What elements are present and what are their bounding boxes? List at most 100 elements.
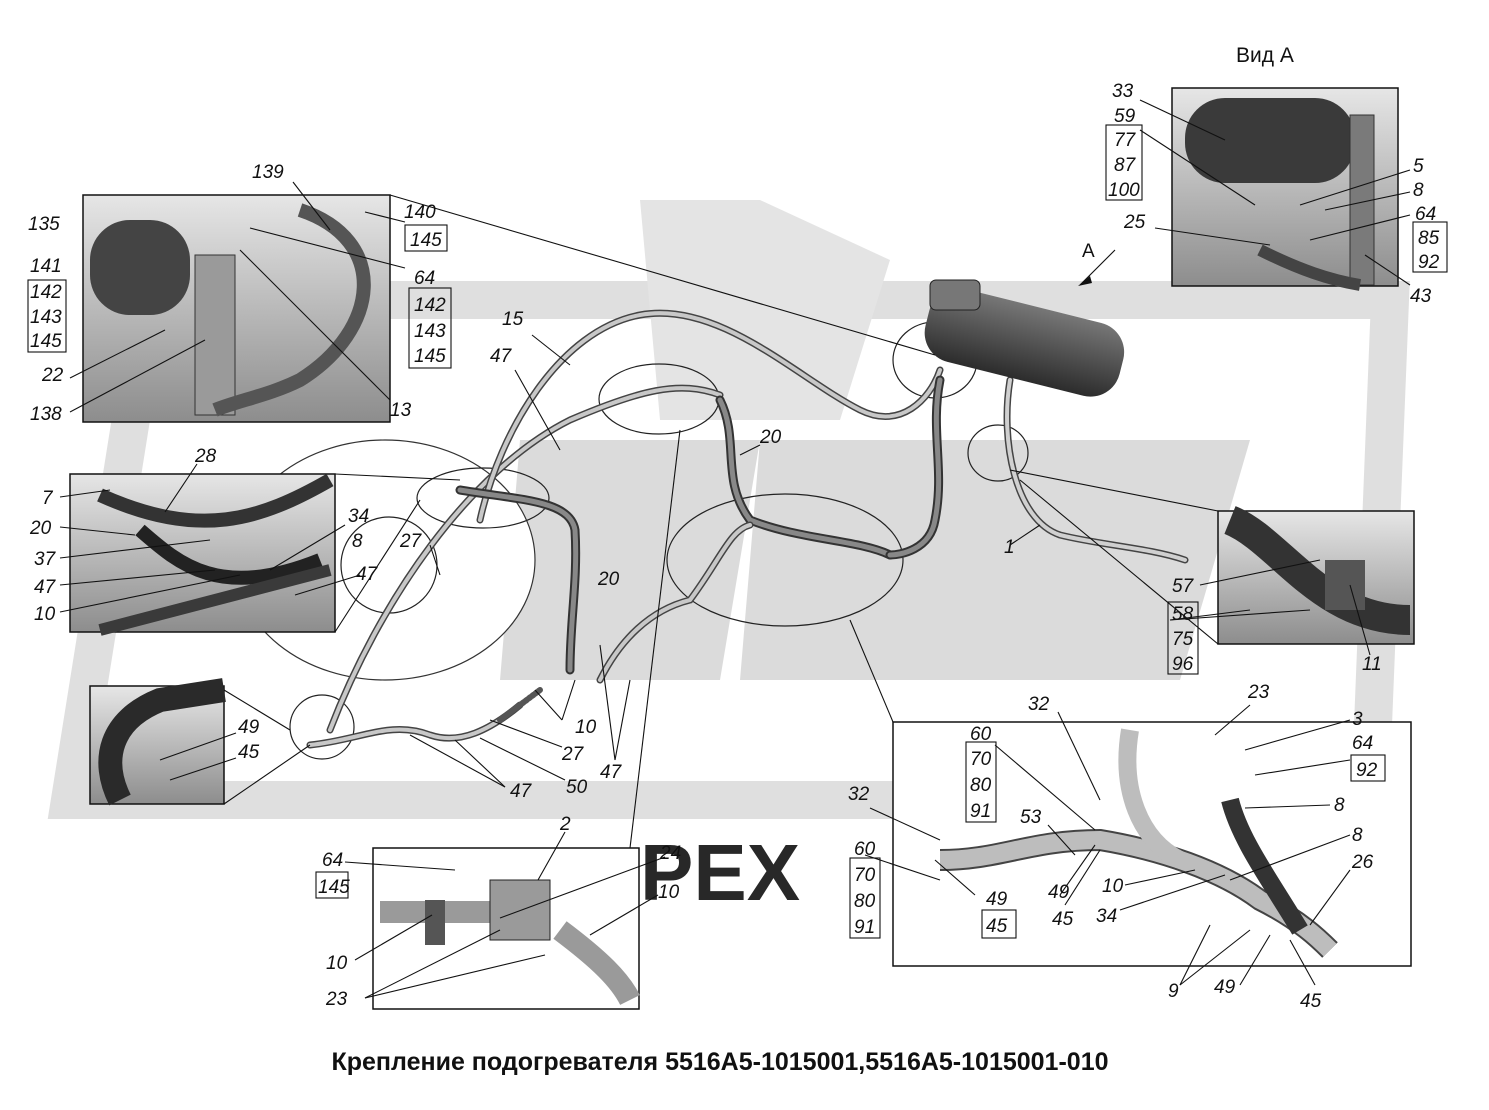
callout-100: 100 <box>1108 180 1140 201</box>
inset-bottom-left <box>89 678 226 806</box>
callout-8-c: 8 <box>1334 795 1345 816</box>
callout-50: 50 <box>566 777 588 798</box>
callout-49-b: 49 <box>986 889 1008 910</box>
callout-47-a: 47 <box>490 346 513 367</box>
view-a-label: Вид А <box>1236 44 1294 67</box>
heater-unit <box>924 279 1125 397</box>
callout-20-b: 20 <box>29 518 52 539</box>
callout-13: 13 <box>390 400 412 421</box>
callout-60-a: 60 <box>970 724 992 745</box>
callout-8-a: 8 <box>1413 180 1424 201</box>
callout-32-a: 32 <box>1028 694 1050 715</box>
callout-34-b: 34 <box>1096 906 1117 927</box>
callout-10-d: 10 <box>658 882 680 903</box>
callout-25: 25 <box>1123 212 1146 233</box>
callout-53: 53 <box>1020 807 1042 828</box>
inset-view-a <box>1171 87 1399 291</box>
callout-70-b: 70 <box>854 865 876 886</box>
callout-7: 7 <box>42 488 54 509</box>
inset-right-middle <box>1217 506 1415 645</box>
callout-145-b: 145 <box>414 346 446 367</box>
callout-91-a: 91 <box>970 801 991 822</box>
callout-64-a: 64 <box>414 268 435 289</box>
callout-49-d: 49 <box>1214 977 1236 998</box>
callout-58: 58 <box>1172 604 1194 625</box>
callout-143-b: 143 <box>30 307 62 328</box>
callout-45-d: 45 <box>1300 991 1322 1012</box>
view-arrow-head <box>1078 276 1092 286</box>
inset-top-left <box>82 194 391 423</box>
callout-64-d: 64 <box>322 850 343 871</box>
callout-80-a: 80 <box>970 775 992 796</box>
callout-140: 140 <box>404 202 436 223</box>
callout-1: 1 <box>1004 537 1015 558</box>
coolant-pipes <box>306 309 1189 749</box>
callout-10-b: 10 <box>575 717 597 738</box>
callout-47-c: 47 <box>356 564 379 585</box>
callout-145-c: 145 <box>30 331 62 352</box>
inset-left-middle <box>69 473 336 636</box>
callout-27-a: 27 <box>399 531 423 552</box>
callout-145-a: 145 <box>410 230 442 251</box>
callout-15: 15 <box>502 309 524 330</box>
callout-33: 33 <box>1112 81 1134 102</box>
callout-28: 28 <box>194 446 217 467</box>
callout-85: 85 <box>1418 228 1440 249</box>
callout-142-b: 142 <box>30 282 62 303</box>
callout-47-e: 47 <box>510 781 533 802</box>
diagram-title: Крепление подогревателя 5516А5-1015001,5… <box>331 1048 1109 1076</box>
callout-32-b: 32 <box>848 784 870 805</box>
callout-80-b: 80 <box>854 891 876 912</box>
callout-3: 3 <box>1352 709 1363 730</box>
callout-27-b: 27 <box>561 744 585 765</box>
callout-45-a: 45 <box>238 742 260 763</box>
callout-64-b: 64 <box>1415 204 1436 225</box>
callout-138: 138 <box>30 404 62 425</box>
callout-96: 96 <box>1172 654 1194 675</box>
callout-142-a: 142 <box>414 295 446 316</box>
callout-92-b: 92 <box>1356 760 1378 781</box>
callout-labels: 139 140 145 135 64 142 143 145 141 142 1… <box>28 44 1440 1012</box>
callout-49-a: 49 <box>238 717 260 738</box>
callout-141: 141 <box>30 256 62 277</box>
callout-87: 87 <box>1114 155 1137 176</box>
callout-2: 2 <box>559 814 571 835</box>
callout-57: 57 <box>1172 576 1195 597</box>
callout-47-b: 47 <box>34 577 57 598</box>
callout-92-a: 92 <box>1418 252 1440 273</box>
callout-45-c: 45 <box>1052 909 1074 930</box>
callout-45-b: 45 <box>986 916 1008 937</box>
callout-49-c: 49 <box>1048 882 1070 903</box>
callout-70-a: 70 <box>970 749 992 770</box>
callout-8-b: 8 <box>352 531 363 552</box>
callout-143-a: 143 <box>414 321 446 342</box>
callout-20-a: 20 <box>759 427 782 448</box>
callout-26: 26 <box>1351 852 1374 873</box>
leader-lines <box>59 99 1411 999</box>
callout-64-c: 64 <box>1352 733 1373 754</box>
callout-145-d: 145 <box>318 877 350 898</box>
callout-9: 9 <box>1168 981 1179 1002</box>
callout-8-d: 8 <box>1352 825 1363 846</box>
callout-37: 37 <box>34 549 57 570</box>
callout-59: 59 <box>1114 106 1136 127</box>
callout-10-c: 10 <box>1102 876 1124 897</box>
callout-5: 5 <box>1413 156 1424 177</box>
callout-20-c: 20 <box>597 569 620 590</box>
callout-23-b: 23 <box>325 989 348 1010</box>
callout-77: 77 <box>1114 130 1137 151</box>
callout-139: 139 <box>252 162 284 183</box>
callout-10-a: 10 <box>34 604 56 625</box>
callout-24: 24 <box>659 843 681 864</box>
watermark-text: PEX <box>640 828 800 917</box>
callout-43: 43 <box>1410 286 1432 307</box>
callout-75: 75 <box>1172 629 1194 650</box>
callout-22: 22 <box>41 365 64 386</box>
callout-34-a: 34 <box>348 506 369 527</box>
callout-11: 11 <box>1362 654 1382 675</box>
callout-10-e: 10 <box>326 953 348 974</box>
view-a-arrow-label: А <box>1082 241 1095 262</box>
callout-47-d: 47 <box>600 762 623 783</box>
callout-60-b: 60 <box>854 839 876 860</box>
